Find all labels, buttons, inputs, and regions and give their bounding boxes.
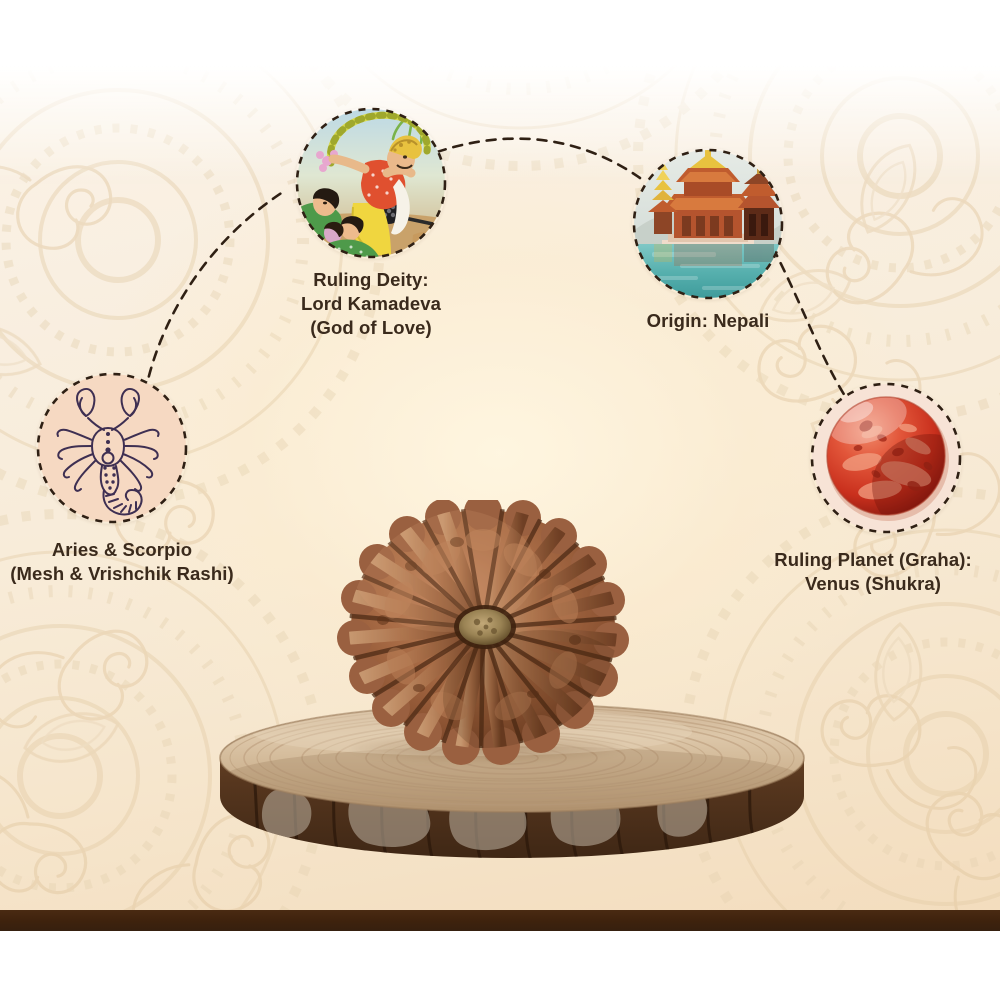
top-white-margin <box>0 0 1000 64</box>
top-fade-overlay <box>0 64 1000 184</box>
bottom-white-margin <box>0 931 1000 1000</box>
bottom-accent-bar <box>0 910 1000 931</box>
rudraksha-bead <box>337 500 629 765</box>
wooden-log-slice <box>212 692 812 872</box>
callout-origin[interactable]: Origin: Nepali <box>623 148 793 333</box>
callout-ruling-deity[interactable]: Ruling Deity: Lord Kamadeva (God of Love… <box>286 107 456 341</box>
callout-label-ruling-planet: Ruling Planet (Graha): Venus (Shukra) <box>774 549 972 595</box>
scorpion-zodiac-icon[interactable] <box>36 372 188 524</box>
callout-label-origin: Origin: Nepali <box>646 310 770 331</box>
kamadeva-illustration-icon[interactable] <box>295 107 447 259</box>
callout-label-zodiac: Aries & Scorpio (Mesh & Vrishchik Rashi) <box>10 539 234 585</box>
callout-ruling-planet[interactable]: Ruling Planet (Graha): Venus (Shukra) <box>742 382 1000 596</box>
callout-label-ruling-deity: Ruling Deity: Lord Kamadeva (God of Love… <box>300 269 442 339</box>
venus-planet-icon[interactable] <box>810 382 962 534</box>
nepali-temple-icon[interactable] <box>632 148 784 300</box>
callout-zodiac[interactable]: Aries & Scorpio (Mesh & Vrishchik Rashi) <box>0 372 256 586</box>
